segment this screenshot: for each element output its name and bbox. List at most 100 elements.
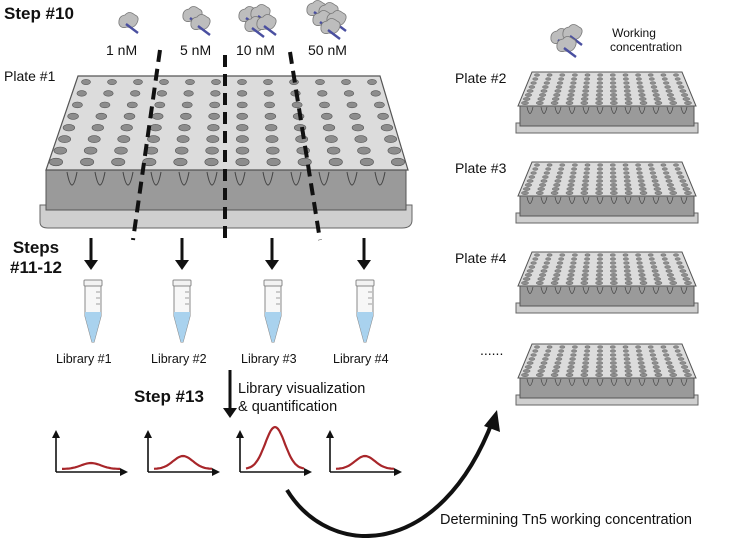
plate-1-well — [181, 101, 193, 109]
plate-1-well-bottom — [150, 171, 162, 186]
plate-1-well-bottom — [122, 171, 134, 186]
small-plate-well — [639, 187, 647, 191]
small-plate-well — [554, 269, 562, 273]
plate-1-well — [211, 79, 221, 85]
small-plate-well — [668, 187, 676, 191]
small-plate-top — [517, 251, 697, 287]
tn5-molecule-icon — [556, 36, 577, 58]
small-plate-well — [684, 191, 692, 195]
tube-cap — [355, 279, 375, 287]
small-plate-well — [546, 73, 553, 77]
small-plate-well — [596, 179, 603, 183]
small-plate-well-bottom — [596, 196, 604, 204]
tn5-dna-strand — [327, 29, 341, 40]
working-concentration-label: Working concentration — [596, 26, 696, 54]
small-plate-well — [623, 353, 630, 357]
plate-1-well — [67, 112, 79, 120]
step-13-desc-line2: & quantification — [238, 399, 338, 415]
plate-1-well — [354, 135, 368, 143]
small-plate-well — [597, 257, 603, 261]
plate-1-well — [346, 101, 358, 109]
small-plate-well — [679, 89, 687, 93]
small-plate-well — [596, 357, 603, 361]
small-plate-well — [552, 277, 560, 281]
library-3-label: Library #3 — [241, 352, 297, 366]
small-plate-well — [584, 167, 590, 171]
small-plate-well — [623, 175, 631, 179]
small-plate-well — [569, 265, 576, 269]
down-arrow-head — [175, 260, 189, 270]
small-plate-well — [623, 89, 631, 93]
plate-1-well — [263, 79, 273, 85]
plate-1-well — [370, 90, 381, 97]
small-plate-well — [556, 171, 564, 175]
plot-y-axis-arrow — [144, 430, 152, 438]
small-plate-well — [636, 171, 643, 175]
steps-11-12-line1: Steps — [12, 238, 60, 257]
small-plate-well — [622, 73, 629, 77]
small-plate-well — [546, 345, 553, 349]
small-plate-well — [610, 163, 616, 167]
small-plate-well — [521, 101, 529, 105]
small-plate-well — [624, 187, 632, 191]
small-plate-well — [580, 373, 589, 377]
small-plate-well-bottom — [624, 196, 632, 204]
small-plate-well — [581, 365, 589, 369]
small-plate-well — [610, 179, 617, 183]
small-plate-well — [638, 273, 646, 277]
plate-1-well — [180, 112, 192, 120]
microcentrifuge-tube-icon — [355, 279, 375, 343]
tn5-molecule-icon — [118, 12, 139, 34]
small-plate-well — [622, 253, 629, 257]
small-plate-well — [539, 365, 547, 369]
small-plate-well — [523, 277, 531, 281]
small-plate-well-bottom — [652, 196, 660, 204]
small-plate-well — [649, 81, 657, 85]
small-plate-well — [610, 89, 617, 93]
small-plate-well — [521, 373, 529, 377]
small-plate-well — [583, 171, 590, 175]
library-4-label: Library #4 — [333, 352, 389, 366]
small-plate-well — [610, 253, 616, 257]
small-plate-well — [610, 361, 617, 365]
plate-1-well — [91, 124, 104, 132]
plate-1-well — [237, 90, 248, 97]
plate-1-well — [130, 90, 141, 97]
small-plate-well — [649, 171, 657, 175]
small-plate-well — [595, 373, 603, 377]
small-plate-well — [663, 261, 670, 265]
small-plate-well — [570, 81, 577, 85]
small-plate-well — [668, 369, 676, 373]
down-arrow-head — [223, 408, 237, 418]
small-plate-well — [556, 353, 564, 357]
plate-1-well — [81, 79, 91, 85]
small-plate-well-bottom — [526, 286, 534, 294]
small-plate-well — [565, 191, 574, 195]
plate-1-well — [324, 135, 338, 143]
small-plate-well — [582, 269, 590, 273]
plate-1-well — [205, 146, 219, 155]
small-plate-well — [664, 85, 671, 89]
tn5-dna-strand — [251, 27, 265, 38]
small-plate-well — [528, 85, 536, 89]
small-plate-top — [517, 161, 697, 197]
small-plate-well — [530, 171, 537, 175]
small-plate-well-bottom — [554, 286, 562, 294]
small-plate-well-bottom — [526, 378, 534, 386]
small-plate-well-bottom — [596, 106, 604, 114]
small-plate-well — [648, 349, 655, 353]
conc-label-3: 10 nM — [236, 42, 275, 58]
small-plate-well — [558, 77, 565, 81]
small-plate-well-bottom — [680, 378, 688, 386]
plot-curve — [335, 454, 395, 470]
plate-1-well — [291, 101, 303, 109]
right-plates — [515, 71, 699, 406]
library-1-label: Library #1 — [56, 352, 112, 366]
small-plate-well — [637, 265, 644, 269]
plate-1-well — [319, 101, 330, 109]
small-plate-well — [532, 257, 539, 261]
tn5-molecule-body — [190, 14, 211, 30]
small-plate-well — [637, 85, 644, 89]
small-plate-well — [595, 369, 603, 373]
small-plate-top — [517, 71, 697, 107]
